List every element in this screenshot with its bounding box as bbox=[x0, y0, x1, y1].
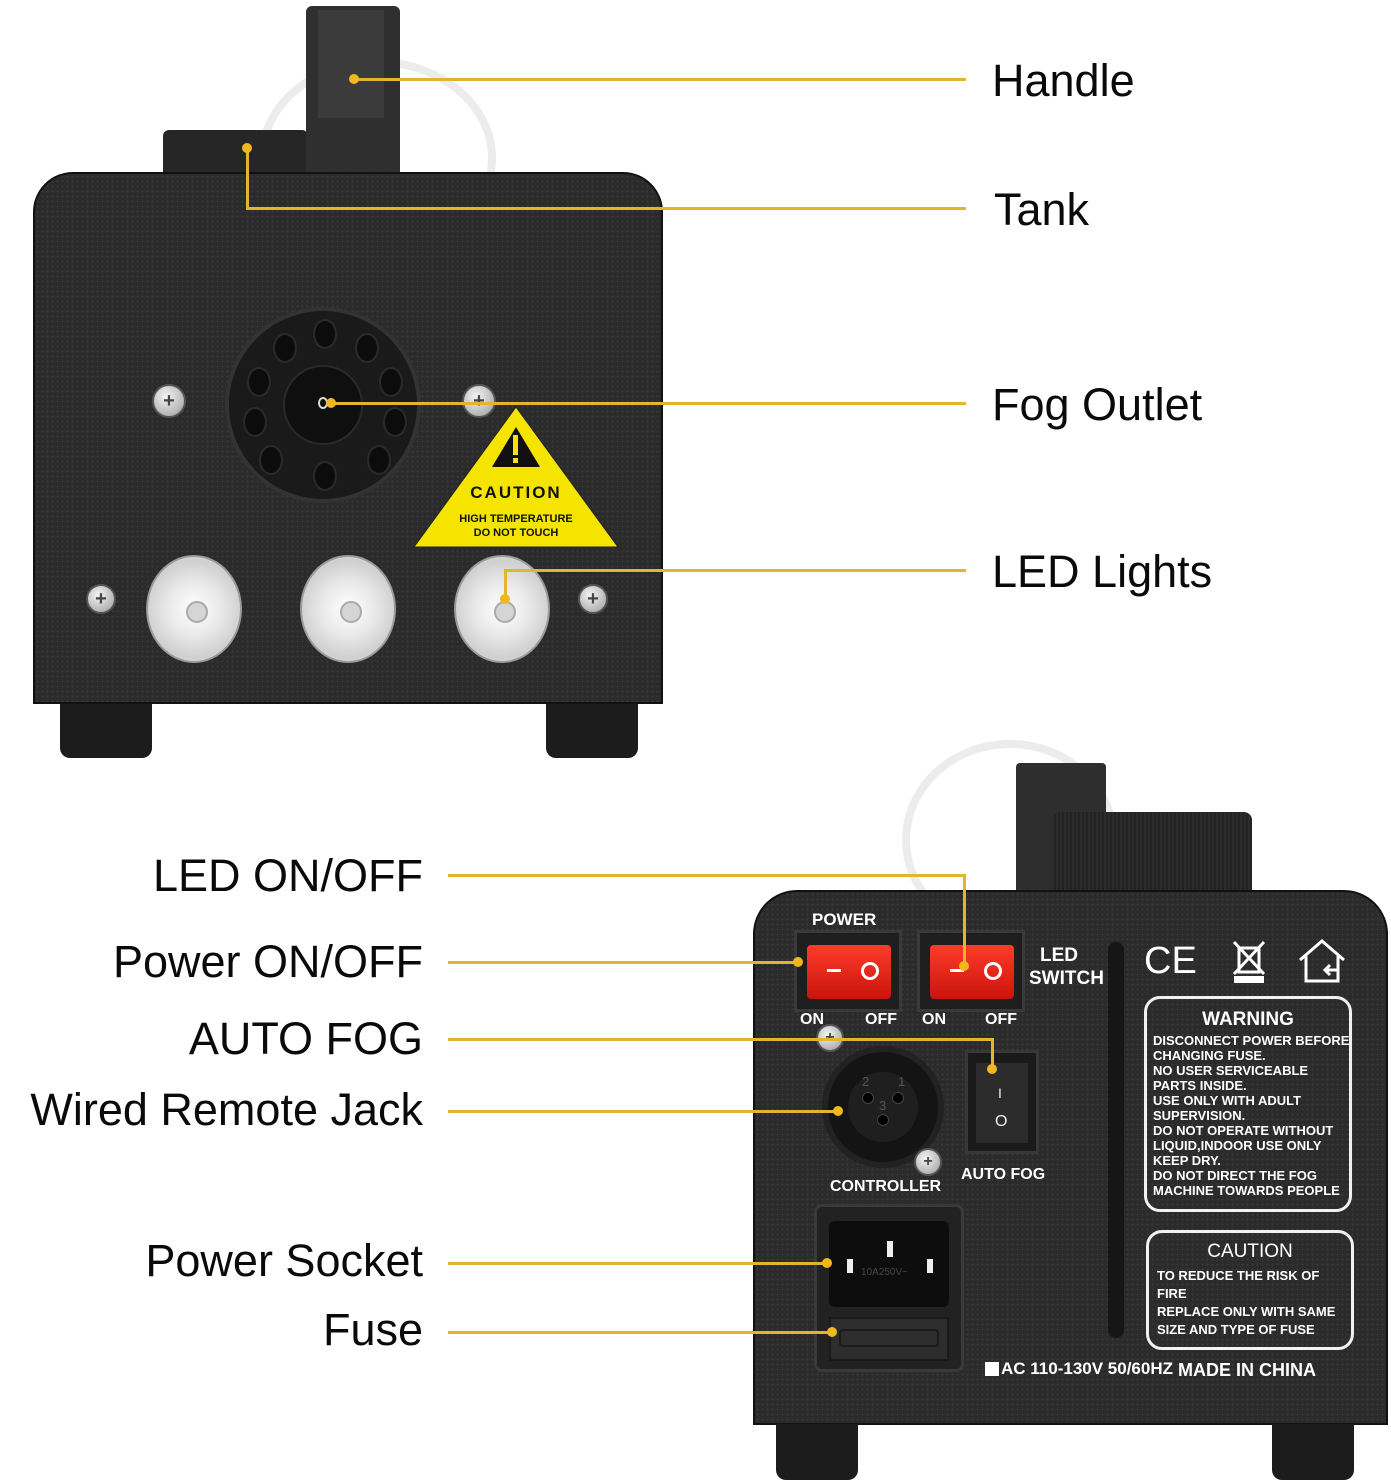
callout-dot-handle bbox=[349, 74, 359, 84]
callout-dot-wired-remote-jack bbox=[833, 1106, 843, 1116]
auto-fog-switch[interactable]: I O bbox=[965, 1050, 1039, 1154]
callout-line-auto-fog bbox=[991, 1038, 994, 1070]
made-in-label: MADE IN CHINA bbox=[1178, 1360, 1316, 1380]
foot bbox=[776, 1424, 858, 1480]
power-on-label: ON bbox=[800, 1011, 824, 1028]
label-led-lights: LED Lights bbox=[992, 546, 1213, 597]
foot bbox=[1272, 1424, 1354, 1480]
switch-off-symbol: O bbox=[995, 1113, 1008, 1130]
warning-title: WARNING bbox=[1202, 1009, 1294, 1030]
led-light-1 bbox=[146, 555, 242, 663]
vent-slot bbox=[1108, 942, 1124, 1338]
socket-rating: 10A250V~ bbox=[861, 1267, 908, 1278]
label-tank: Tank bbox=[994, 184, 1090, 235]
caution-line1: HIGH TEMPERATURE bbox=[459, 513, 573, 525]
voltage-square-icon bbox=[985, 1362, 999, 1376]
callout-dot-led-on-off bbox=[959, 961, 969, 971]
voltage-label: AC 110-130V 50/60HZ bbox=[1001, 1359, 1173, 1378]
callout-dot-fog-outlet bbox=[326, 398, 336, 408]
fog-outlet bbox=[225, 307, 421, 503]
led-switch-label-2: SWITCH bbox=[1029, 968, 1104, 989]
callout-line-wired-remote-jack bbox=[448, 1110, 838, 1113]
power-socket-housing: 10A250V~ bbox=[814, 1204, 964, 1372]
label-power-socket: Power Socket bbox=[145, 1235, 423, 1286]
label-power-on-off: Power ON/OFF bbox=[112, 936, 423, 987]
callout-line-tank bbox=[246, 207, 966, 210]
label-handle: Handle bbox=[992, 55, 1135, 106]
screw-icon: + bbox=[578, 584, 608, 614]
callout-line-led-on-off bbox=[448, 874, 965, 877]
weee-bin-icon bbox=[1232, 940, 1266, 983]
label-led-on-off: LED ON/OFF bbox=[152, 850, 423, 901]
led-switch[interactable] bbox=[917, 930, 1025, 1012]
handle bbox=[306, 6, 400, 174]
screw-icon: + bbox=[462, 384, 496, 418]
led-light-2 bbox=[300, 555, 396, 663]
callout-line-led-on-off bbox=[963, 874, 966, 966]
callout-dot-power-socket bbox=[822, 1258, 832, 1268]
power-socket[interactable]: 10A250V~ bbox=[829, 1221, 949, 1307]
fuse-holder[interactable] bbox=[829, 1317, 949, 1361]
xlr-pin-2: 2 bbox=[862, 1074, 870, 1089]
callout-dot-fuse bbox=[827, 1327, 837, 1337]
caution-line2: DO NOT TOUCH bbox=[473, 527, 559, 539]
callout-line-led-lights bbox=[504, 569, 507, 601]
callout-dot-power-on-off bbox=[793, 957, 803, 967]
led-off-label: OFF bbox=[985, 1011, 1017, 1028]
callout-line-power-socket bbox=[448, 1262, 826, 1265]
screw-icon: + bbox=[86, 584, 116, 614]
tank-cap bbox=[1052, 812, 1252, 896]
callout-line-power-on-off bbox=[448, 961, 798, 964]
callout-line-tank bbox=[246, 148, 249, 209]
power-off-label: OFF bbox=[865, 1011, 897, 1028]
callout-line-fog-outlet bbox=[331, 402, 966, 405]
label-wired-remote-jack: Wired Remote Jack bbox=[30, 1084, 423, 1135]
callout-line-led-lights bbox=[504, 569, 966, 572]
callout-line-auto-fog bbox=[448, 1038, 993, 1041]
screw-icon: + bbox=[914, 1148, 942, 1176]
warning-lines: DISCONNECT POWER BEFORE CHANGING FUSE. N… bbox=[1153, 1033, 1350, 1198]
callout-dot-tank bbox=[242, 143, 252, 153]
caution-box-lines: TO REDUCE THE RISK OF FIRE REPLACE ONLY … bbox=[1157, 1268, 1336, 1337]
foot bbox=[546, 704, 638, 758]
wired-remote-jack[interactable]: 2 1 3 bbox=[822, 1046, 944, 1168]
warning-box: WARNING DISCONNECT POWER BEFORE CHANGING… bbox=[1144, 996, 1352, 1212]
label-fuse: Fuse bbox=[322, 1304, 423, 1355]
label-fog-outlet: Fog Outlet bbox=[992, 379, 1203, 430]
screw-icon: + bbox=[152, 384, 186, 418]
caution-sticker: CAUTION HIGH TEMPERATURE DO NOT TOUCH bbox=[412, 405, 620, 549]
caution-box: CAUTION TO REDUCE THE RISK OF FIRE REPLA… bbox=[1146, 1230, 1354, 1350]
ce-mark-icon: CE bbox=[1144, 940, 1197, 982]
callout-dot-auto-fog bbox=[987, 1064, 997, 1074]
caution-box-title: CAUTION bbox=[1207, 1241, 1293, 1262]
foot bbox=[60, 704, 152, 758]
callout-line-fuse bbox=[448, 1331, 831, 1334]
callout-dot-led-lights bbox=[500, 594, 510, 604]
xlr-pin-1: 1 bbox=[898, 1074, 906, 1089]
warning-triangle-icon bbox=[413, 406, 619, 548]
controller-label: CONTROLLER bbox=[830, 1178, 942, 1195]
caution-title: CAUTION bbox=[470, 483, 562, 502]
xlr-pin-3: 3 bbox=[879, 1098, 887, 1113]
auto-fog-panel-label: AUTO FOG bbox=[961, 1166, 1046, 1183]
power-switch[interactable] bbox=[794, 930, 902, 1012]
power-label: POWER bbox=[812, 910, 877, 929]
led-on-label: ON bbox=[922, 1011, 946, 1028]
label-auto-fog: AUTO FOG bbox=[188, 1013, 423, 1064]
led-switch-label-1: LED bbox=[1040, 945, 1078, 966]
callout-line-handle bbox=[354, 78, 966, 81]
tank-cap bbox=[163, 130, 308, 172]
indoor-use-icon bbox=[1299, 939, 1345, 983]
switch-on-symbol: I bbox=[998, 1085, 1002, 1101]
